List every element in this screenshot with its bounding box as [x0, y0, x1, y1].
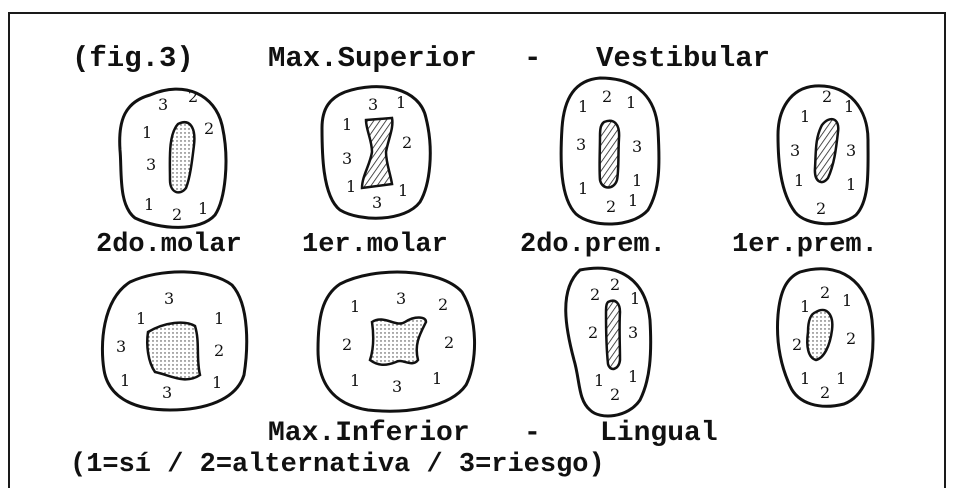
- num: 1: [842, 291, 852, 310]
- tooth-core-lower-1er-prem: [807, 310, 832, 360]
- tooth-core-lower-1er-molar: [370, 318, 426, 365]
- num: 2: [590, 285, 600, 304]
- num: 3: [146, 155, 156, 174]
- num: 2: [792, 335, 802, 354]
- num: 1: [144, 195, 154, 214]
- num: 3: [576, 135, 586, 154]
- tooth-core-upper-2do-prem: [600, 121, 620, 188]
- num: 1: [212, 373, 222, 392]
- num: 2: [342, 335, 352, 354]
- num: 1: [396, 93, 406, 112]
- num: 1: [346, 177, 356, 196]
- num: 1: [214, 309, 224, 328]
- num: 1: [844, 97, 854, 116]
- num: 1: [628, 367, 638, 386]
- num: 1: [800, 369, 810, 388]
- num: 1: [594, 371, 604, 390]
- num: 3: [162, 383, 172, 402]
- num: 2: [602, 87, 612, 106]
- num: 2: [402, 133, 412, 152]
- num: 1: [350, 371, 360, 390]
- num: 3: [164, 289, 174, 308]
- num: 1: [398, 181, 408, 200]
- num: 1: [142, 123, 152, 142]
- num: 2: [444, 333, 454, 352]
- num: 2: [820, 283, 830, 302]
- num: 3: [116, 337, 126, 356]
- tooth-core-lower-2do-prem: [606, 301, 620, 369]
- num: 2: [820, 383, 830, 402]
- num: 1: [120, 371, 130, 390]
- num: 1: [432, 369, 442, 388]
- num: 2: [846, 329, 856, 348]
- num: 1: [800, 107, 810, 126]
- num: 3: [342, 149, 352, 168]
- num: 2: [438, 295, 448, 314]
- tooth-core-upper-1er-prem: [815, 119, 838, 182]
- num: 1: [794, 171, 804, 190]
- num: 1: [578, 97, 588, 116]
- num: 1: [578, 179, 588, 198]
- num: 3: [392, 377, 402, 396]
- num: 1: [800, 297, 810, 316]
- num: 1: [342, 115, 352, 134]
- num: 2: [188, 87, 198, 106]
- num: 2: [214, 341, 224, 360]
- num: 2: [822, 87, 832, 106]
- tooth-core-upper-2do-molar: [170, 122, 195, 192]
- num: 1: [632, 171, 642, 190]
- tooth-core-upper-1er-molar: [362, 118, 392, 188]
- num: 2: [610, 275, 620, 294]
- num: 1: [136, 309, 146, 328]
- num: 1: [626, 93, 636, 112]
- num: 1: [198, 199, 208, 218]
- num: 3: [372, 193, 382, 212]
- num: 1: [350, 297, 360, 316]
- num: 2: [588, 323, 598, 342]
- tooth-core-lower-2do-molar: [147, 323, 200, 380]
- num: 1: [628, 191, 638, 210]
- num: 3: [368, 95, 378, 114]
- num: 2: [610, 385, 620, 404]
- num: 3: [632, 137, 642, 156]
- num: 2: [204, 119, 214, 138]
- num: 3: [628, 323, 638, 342]
- num: 3: [396, 289, 406, 308]
- num: 1: [630, 289, 640, 308]
- num: 3: [790, 141, 800, 160]
- num: 1: [846, 175, 856, 194]
- num: 2: [816, 199, 826, 218]
- num: 2: [172, 205, 182, 224]
- num: 2: [606, 197, 616, 216]
- num: 1: [836, 369, 846, 388]
- num: 3: [846, 141, 856, 160]
- num: 3: [158, 95, 168, 114]
